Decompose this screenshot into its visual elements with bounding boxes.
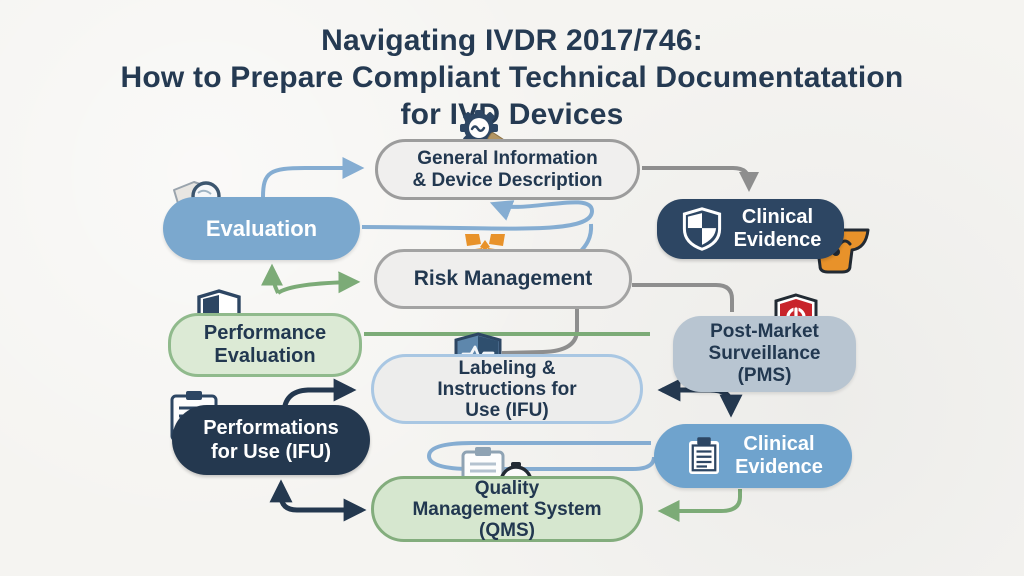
node-clinical-evidence-top-label: Clinical Evidence [733,206,822,251]
node-general-information: General Information & Device Description [375,139,640,200]
node-risk-management: Risk Management [374,249,632,309]
node-performance-evaluation: Performance Evaluation [168,313,362,377]
node-qms-label: Quality Management System (QMS) [412,477,602,541]
node-performance-evaluation-label: Performance Evaluation [203,322,327,367]
checkered-shield-icon [682,207,721,251]
node-clinical-evidence-bottom-label: Clinical Evidence [735,433,823,478]
node-risk-management-label: Risk Management [413,267,593,290]
node-evaluation-label: Evaluation [205,215,318,241]
connector-evaluation-to-general-info [261,157,365,198]
clipboard-icon [689,437,720,474]
connector-labeling-clinical-bidirectional [657,378,743,418]
diagram-title: Navigating IVDR 2017/746: How to Prepare… [120,24,904,131]
connector-green-to-risk [276,271,361,295]
node-clinical-evidence-bottom: Clinical Evidence [654,424,852,488]
connector-general-info-to-clinical-evidence [642,166,759,192]
node-labeling-ifu: Labeling & Instructions for Use (IFU) [371,354,643,424]
connector-evaluation-loop-to-general-info [361,200,595,231]
node-post-market-surveillance-label: Post-Market Surveillance (PMS) [708,321,821,386]
node-clinical-evidence-top: Clinical Evidence [657,199,844,259]
connector-labeling-s-curve [426,441,656,471]
node-post-market-surveillance: Post-Market Surveillance (PMS) [673,316,856,392]
node-general-information-label: General Information & Device Description [412,147,603,191]
node-performations-ifu-label: Performations for Use (IFU) [203,417,339,463]
connector-green-to-evaluation [261,263,284,294]
node-qms: Quality Management System (QMS) [371,476,643,542]
connector-qms-performations [269,479,367,522]
node-labeling-ifu-label: Labeling & Instructions for Use (IFU) [437,357,577,421]
node-evaluation: Evaluation [163,197,360,260]
connector-clinical-to-qms [657,489,742,522]
connector-risk-to-labeling [501,308,579,355]
node-performations-ifu: Performations for Use (IFU) [172,405,370,475]
connector-risk-to-post-market [632,283,734,312]
